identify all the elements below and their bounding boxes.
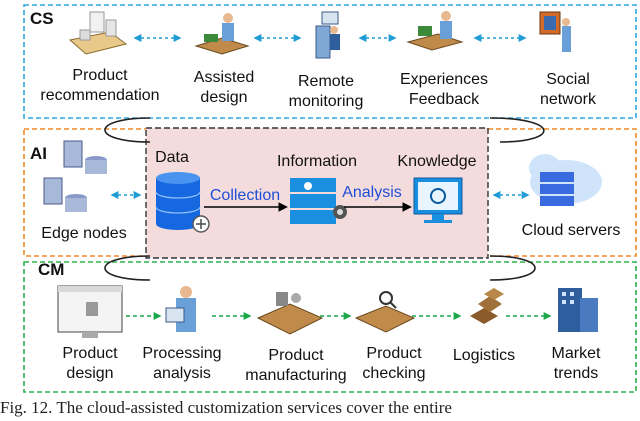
product-design-icon bbox=[57, 285, 123, 338]
section-ai-label: AI bbox=[30, 144, 47, 163]
product-manufacturing-icon bbox=[256, 292, 324, 335]
cs-labels: Product recommendation Assisted design R… bbox=[40, 67, 597, 110]
circulation-arrows bbox=[104, 117, 545, 281]
svg-text:Logistics: Logistics bbox=[453, 347, 515, 364]
svg-text:design: design bbox=[66, 365, 113, 382]
svg-text:Social: Social bbox=[546, 71, 590, 88]
experiences-feedback-icon bbox=[406, 11, 464, 51]
processing-analysis-icon bbox=[165, 286, 196, 332]
cs-frame bbox=[23, 4, 637, 119]
cm-labels: Product design Processing analysis Produ… bbox=[62, 345, 601, 384]
svg-text:monitoring: monitoring bbox=[289, 93, 364, 110]
section-cm-label: CM bbox=[38, 260, 64, 279]
svg-text:network: network bbox=[540, 91, 597, 108]
edge-nodes-label: Edge nodes bbox=[41, 225, 126, 242]
section-cs-label: CS bbox=[30, 9, 54, 28]
figure-caption: Fig. 12. The cloud-assisted customizatio… bbox=[0, 398, 452, 417]
svg-text:design: design bbox=[200, 89, 247, 106]
svg-text:trends: trends bbox=[554, 365, 598, 382]
svg-text:Product: Product bbox=[268, 347, 324, 364]
assisted-design-icon bbox=[194, 13, 250, 55]
product-checking-icon bbox=[354, 291, 416, 333]
cm-frame bbox=[23, 261, 637, 393]
svg-text:Product: Product bbox=[366, 345, 422, 362]
svg-text:Product: Product bbox=[72, 67, 128, 84]
cloud-servers-label: Cloud servers bbox=[522, 222, 621, 239]
svg-text:Market: Market bbox=[552, 345, 601, 362]
market-trends-icon bbox=[558, 288, 598, 332]
svg-text:Remote: Remote bbox=[298, 73, 354, 90]
svg-text:manufacturing: manufacturing bbox=[245, 367, 346, 384]
analysis-label: Analysis bbox=[342, 184, 402, 201]
product-recommendation-icon bbox=[68, 11, 128, 55]
svg-text:recommendation: recommendation bbox=[40, 87, 159, 104]
logistics-icon bbox=[470, 288, 504, 324]
information-server-icon bbox=[290, 178, 347, 224]
svg-text:Assisted: Assisted bbox=[194, 69, 254, 86]
data-label: Data bbox=[155, 149, 189, 166]
information-label: Information bbox=[277, 153, 357, 170]
collection-label: Collection bbox=[210, 187, 280, 204]
database-icon bbox=[155, 172, 210, 233]
svg-text:checking: checking bbox=[362, 365, 425, 382]
svg-text:Feedback: Feedback bbox=[409, 91, 480, 108]
svg-text:Processing: Processing bbox=[142, 345, 221, 362]
remote-monitoring-icon bbox=[315, 11, 340, 59]
edge-nodes-icon bbox=[43, 140, 107, 212]
social-network-icon bbox=[539, 11, 571, 52]
knowledge-monitor-icon bbox=[413, 177, 463, 223]
cloud-servers-icon bbox=[529, 154, 602, 206]
svg-text:Experiences: Experiences bbox=[400, 71, 488, 88]
svg-text:analysis: analysis bbox=[153, 365, 211, 382]
svg-text:Product: Product bbox=[62, 345, 118, 362]
knowledge-label: Knowledge bbox=[397, 153, 476, 170]
